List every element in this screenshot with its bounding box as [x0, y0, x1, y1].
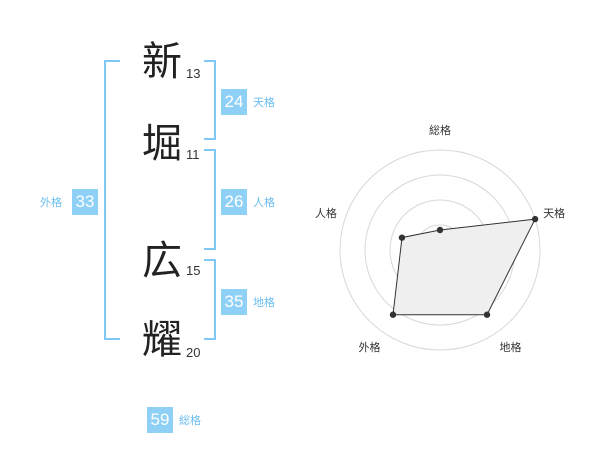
stroke-count-2: 11	[186, 147, 200, 162]
radar-axis-label-4: 人格	[315, 206, 337, 220]
tenkaku-label: 天格	[253, 96, 275, 109]
stroke-count-3: 15	[186, 263, 201, 278]
radar-series-area	[392, 218, 536, 316]
gaikaku-value: 33	[72, 189, 98, 215]
tenkaku-bracket	[204, 60, 216, 140]
name-char-2: 堀	[142, 121, 182, 167]
jinkaku-value: 26	[221, 189, 247, 215]
radar-point-2	[483, 311, 491, 318]
soukaku-label: 総格	[179, 414, 201, 427]
radar-point-4	[398, 234, 406, 241]
radar-point-3	[389, 311, 397, 318]
chikaku-bracket	[204, 259, 216, 340]
radar-axis-label-3: 外格	[358, 340, 380, 354]
radar-points	[389, 215, 539, 318]
name-char-4: 耀	[142, 317, 182, 363]
name-char-1: 新	[142, 39, 182, 85]
chikaku-value: 35	[221, 289, 247, 315]
radar-axis-label-1: 天格	[543, 206, 565, 220]
chikaku-label: 地格	[253, 296, 275, 309]
stroke-count-1: 13	[186, 66, 201, 81]
soukaku-value: 59	[147, 407, 173, 433]
radar-axis-label-0: 総格	[429, 123, 451, 137]
jinkaku-bracket	[204, 149, 216, 250]
radar-point-0	[436, 226, 444, 234]
jinkaku-label: 人格	[253, 196, 275, 209]
gaikaku-label: 外格	[40, 196, 62, 209]
radar-point-1	[531, 215, 539, 223]
radar-axis-label-2: 地格	[500, 340, 522, 354]
name-char-3: 広	[142, 238, 182, 284]
gaikaku-bracket	[104, 60, 120, 340]
tenkaku-value: 24	[221, 89, 247, 115]
radar-ring-4	[339, 149, 541, 351]
stroke-count-4: 20	[186, 345, 201, 360]
